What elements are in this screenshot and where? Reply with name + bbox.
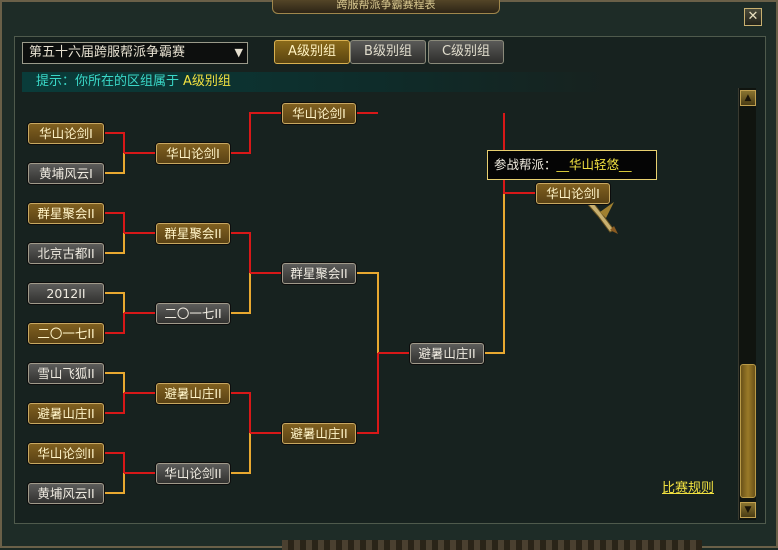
scroll-down-icon[interactable]: ▼ bbox=[740, 502, 756, 518]
tooltip-label: 参战帮派： bbox=[494, 157, 557, 172]
bracket-line bbox=[356, 272, 379, 353]
bracket-line bbox=[104, 292, 125, 313]
team-node-r1-6[interactable]: 二〇一七II bbox=[28, 323, 104, 344]
bracket-line bbox=[104, 372, 125, 393]
tab-group-a[interactable]: A级别组 bbox=[274, 40, 350, 64]
bracket-line bbox=[104, 393, 125, 414]
team-node-r2-2[interactable]: 群星聚会II bbox=[156, 223, 230, 244]
bracket-line bbox=[230, 433, 251, 474]
bottom-ornament bbox=[282, 540, 702, 550]
bracket-line bbox=[104, 313, 125, 334]
bracket-line bbox=[230, 273, 251, 314]
scrollbar[interactable]: ▲ ▼ bbox=[738, 88, 756, 520]
season-select[interactable]: 第五十六届跨服帮派争霸赛 ▼ bbox=[22, 42, 248, 64]
rules-link[interactable]: 比赛规则 bbox=[662, 481, 715, 496]
team-node-r1-7[interactable]: 雪山飞狐II bbox=[28, 363, 104, 384]
bracket-line bbox=[230, 112, 282, 154]
tooltip-value: __华山轻悠__ bbox=[556, 157, 632, 172]
scroll-up-icon[interactable]: ▲ bbox=[740, 90, 756, 106]
team-node-r2-4[interactable]: 避暑山庄II bbox=[156, 383, 230, 404]
group-hint-value: A级别组 bbox=[183, 74, 231, 89]
team-node-r1-3[interactable]: 群星聚会II bbox=[28, 203, 104, 224]
tab-group-b[interactable]: B级别组 bbox=[350, 40, 426, 64]
close-button[interactable]: ✕ bbox=[744, 8, 762, 26]
group-hint-text: 提示：你所在的区组属于 bbox=[36, 74, 180, 89]
bracket-line bbox=[104, 233, 125, 254]
team-node-r1-4[interactable]: 北京古都II bbox=[28, 243, 104, 264]
team-node-r3-1[interactable]: 华山论剑I bbox=[282, 103, 356, 124]
bracket-line bbox=[356, 353, 379, 434]
team-node-r3-2[interactable]: 群星聚会II bbox=[282, 263, 356, 284]
bracket-line bbox=[503, 113, 536, 194]
tab-group-c[interactable]: C级别组 bbox=[428, 40, 504, 64]
team-node-r1-1[interactable]: 华山论剑I bbox=[28, 123, 104, 144]
bracket-panel bbox=[14, 36, 766, 524]
team-node-r1-5[interactable]: 2012II bbox=[28, 283, 104, 304]
bracket-line bbox=[104, 212, 125, 233]
season-select-value: 第五十六届跨服帮派争霸赛 bbox=[29, 45, 186, 60]
team-node-r1-8[interactable]: 避暑山庄II bbox=[28, 403, 104, 424]
team-node-r1-2[interactable]: 黄埔风云I bbox=[28, 163, 104, 184]
bracket-line bbox=[484, 193, 505, 354]
team-node-r1-10[interactable]: 黄埔风云II bbox=[28, 483, 104, 504]
team-node-r3-3[interactable]: 避暑山庄II bbox=[282, 423, 356, 444]
bracket-line bbox=[230, 232, 251, 273]
chevron-down-icon: ▼ bbox=[234, 46, 243, 59]
bracket-line bbox=[104, 153, 125, 174]
bracket-line bbox=[104, 452, 125, 473]
scroll-thumb[interactable] bbox=[740, 364, 756, 498]
bracket-line bbox=[104, 132, 125, 153]
team-node-r1-9[interactable]: 华山论剑II bbox=[28, 443, 104, 464]
team-node-r2-3[interactable]: 二〇一七II bbox=[156, 303, 230, 324]
bracket-line bbox=[104, 473, 125, 494]
window-title: 跨服帮派争霸赛程表 bbox=[272, 0, 500, 14]
team-node-r4-1[interactable]: 避暑山庄II bbox=[410, 343, 484, 364]
bracket-line bbox=[230, 392, 251, 433]
team-node-r2-5[interactable]: 华山论剑II bbox=[156, 463, 230, 484]
team-node-final[interactable]: 华山论剑I bbox=[536, 183, 610, 204]
team-tooltip: 参战帮派：__华山轻悠__ bbox=[487, 150, 657, 180]
team-node-r2-1[interactable]: 华山论剑I bbox=[156, 143, 230, 164]
